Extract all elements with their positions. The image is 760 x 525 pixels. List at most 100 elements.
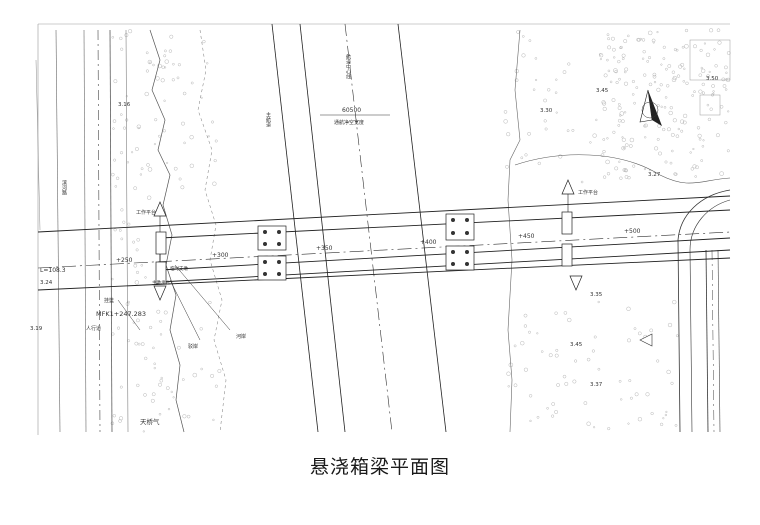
stipple-dot bbox=[724, 88, 728, 91]
stipple-dot bbox=[120, 208, 124, 212]
stipple-dot bbox=[668, 110, 673, 116]
stipple-dot bbox=[598, 53, 602, 56]
stipple-dot bbox=[143, 393, 147, 397]
stipple-dot bbox=[672, 299, 677, 305]
stipple-dot bbox=[580, 180, 584, 184]
stipple-dot bbox=[602, 106, 607, 111]
left-bank-edge-2 bbox=[197, 29, 227, 433]
elevation-spot: 3.30 bbox=[540, 108, 553, 114]
stipple-dot bbox=[586, 421, 591, 426]
stipple-dot bbox=[601, 100, 606, 105]
stipple-dot bbox=[615, 80, 619, 85]
stipple-dot bbox=[156, 309, 161, 314]
stipple-dot bbox=[717, 40, 722, 45]
stipple-dot bbox=[148, 325, 153, 330]
stipple-dot bbox=[690, 167, 694, 171]
stipple-dot bbox=[548, 353, 553, 358]
stipple-dot bbox=[695, 165, 699, 170]
sidewalk-label: 人行道 bbox=[86, 325, 101, 332]
stipple-dot bbox=[145, 51, 149, 55]
stipple-dot bbox=[200, 367, 203, 371]
stipple-dot bbox=[713, 48, 716, 51]
stipple-dot bbox=[161, 65, 165, 69]
stipple-dot bbox=[133, 263, 138, 268]
stipple-dot bbox=[641, 38, 646, 42]
stipple-dot bbox=[214, 384, 218, 388]
stipple-dot bbox=[698, 137, 702, 141]
stipple-dot bbox=[155, 76, 160, 81]
section-marker-right-top bbox=[561, 179, 575, 195]
stipple-dot bbox=[614, 69, 618, 74]
stipple-dot bbox=[212, 181, 217, 186]
stipple-dot bbox=[624, 168, 628, 173]
stipple-dot bbox=[119, 385, 123, 389]
stipple-dot bbox=[131, 151, 134, 154]
stipple-dot bbox=[152, 63, 155, 67]
stipple-dot bbox=[627, 176, 631, 180]
right-road-curve-2 bbox=[689, 199, 731, 433]
stipple-dot bbox=[660, 63, 663, 66]
stipple-dot bbox=[647, 56, 652, 60]
stipple-dot bbox=[659, 422, 664, 427]
stipple-dot bbox=[217, 369, 222, 373]
stipple-dot bbox=[656, 87, 661, 92]
stipple-dot bbox=[558, 154, 563, 159]
stipple-dot bbox=[200, 96, 203, 99]
stipple-dot bbox=[125, 95, 128, 98]
stipple-dot bbox=[540, 350, 544, 353]
stipple-dot bbox=[527, 131, 531, 136]
stipple-dot bbox=[647, 30, 653, 36]
stipple-dot bbox=[599, 58, 602, 61]
stipple-dot bbox=[653, 80, 657, 84]
stipple-dot bbox=[505, 164, 509, 169]
stipple-dot bbox=[701, 91, 705, 95]
stipple-dot bbox=[680, 129, 684, 133]
stipple-dot bbox=[699, 48, 703, 52]
stipple-dot bbox=[128, 29, 133, 34]
stipple-dot bbox=[120, 47, 124, 51]
right-shore-curve bbox=[514, 154, 731, 184]
stipple-dot bbox=[650, 411, 654, 416]
stipple-dot bbox=[645, 392, 650, 397]
stipple-dot bbox=[652, 41, 655, 44]
stipple-dot bbox=[685, 81, 689, 85]
mileage-label: MFK1+247.283 bbox=[96, 310, 146, 318]
stipple-dot bbox=[169, 34, 174, 39]
stipple-dot bbox=[626, 306, 631, 311]
stipple-dot bbox=[705, 52, 711, 57]
stipple-dot bbox=[635, 86, 639, 89]
stipple-dot bbox=[679, 119, 685, 124]
stipple-dot bbox=[675, 334, 679, 338]
stipple-dot bbox=[706, 74, 711, 79]
abutment-left bbox=[155, 231, 167, 285]
stipple-dot bbox=[186, 414, 191, 419]
right-building-2 bbox=[699, 94, 721, 116]
stipple-dot bbox=[670, 132, 675, 137]
stipple-dot bbox=[617, 103, 621, 106]
stipple-dot bbox=[627, 338, 631, 343]
stipple-dot bbox=[199, 327, 203, 331]
bank-left-label: 河岸 bbox=[236, 333, 246, 340]
stipple-dot bbox=[698, 73, 703, 77]
road-left-label: 滨河路 bbox=[61, 179, 67, 196]
stipple-dot bbox=[210, 373, 215, 378]
stipple-dot bbox=[666, 127, 671, 132]
stipple-dot bbox=[612, 47, 616, 52]
stipple-dot bbox=[708, 70, 711, 73]
stipple-dot bbox=[652, 74, 657, 79]
stipple-dot bbox=[693, 90, 696, 94]
stipple-dot bbox=[208, 300, 212, 305]
stipple-dot bbox=[618, 77, 621, 81]
revetment-label: 驳岸 bbox=[188, 343, 198, 350]
stipple-dot bbox=[611, 98, 616, 103]
stipple-dot bbox=[658, 151, 662, 156]
leader-line-3 bbox=[117, 299, 141, 331]
stipple-dot bbox=[116, 326, 121, 330]
station-label: +300 bbox=[212, 252, 229, 259]
stipple-dot bbox=[164, 49, 167, 53]
stipple-dot bbox=[612, 130, 616, 134]
stipple-dot bbox=[727, 110, 730, 113]
stipple-dot bbox=[709, 28, 714, 33]
small-marker-right bbox=[639, 333, 653, 347]
stipple-dot bbox=[672, 118, 677, 123]
